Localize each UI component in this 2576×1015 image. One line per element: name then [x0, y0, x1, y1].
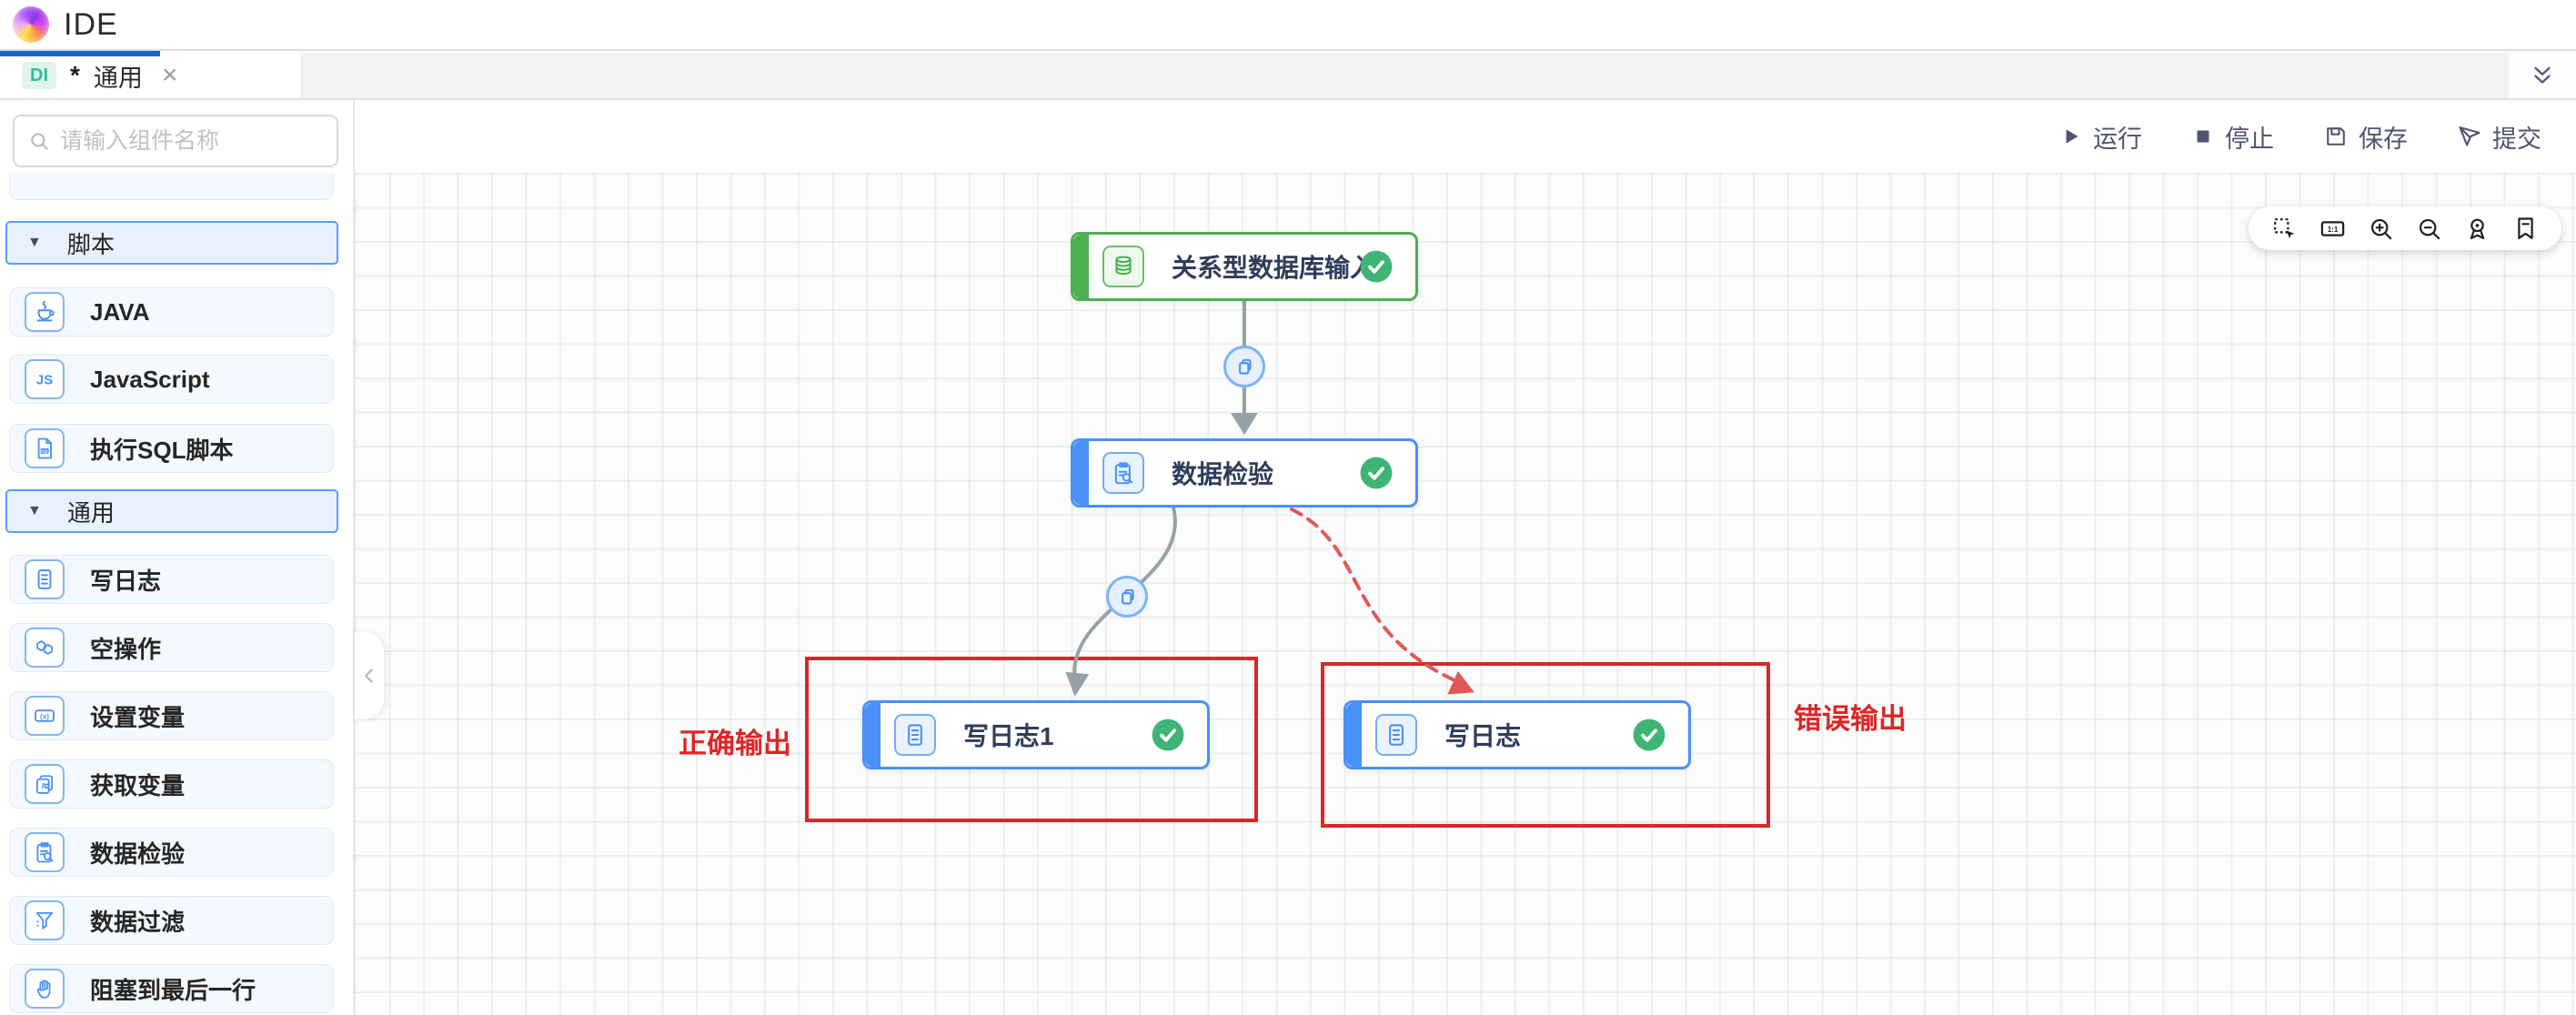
success-check-icon — [1359, 249, 1394, 284]
play-icon — [2059, 125, 2083, 148]
sidebar-item-partial[interactable] — [9, 173, 334, 200]
node-data-check[interactable]: 数据检验 — [1071, 438, 1418, 508]
actual-size-ratio-icon[interactable]: 1:1 — [2319, 215, 2347, 243]
run-button[interactable]: 运行 — [2059, 119, 2142, 155]
zoom-in-icon[interactable] — [2367, 215, 2395, 243]
component-palette-sidebar: ▼ 脚本 JAVA JS JavaScript SQL — [0, 100, 355, 1015]
sidebar-item-set-variable[interactable]: (x) 设置变量 — [9, 691, 334, 740]
edge-copy-badge[interactable] — [1106, 576, 1148, 618]
write-log-icon — [1375, 714, 1417, 756]
node-label: 关系型数据库输入 — [1172, 254, 1376, 282]
database-icon — [1102, 246, 1144, 287]
error-output-annotation-box — [1321, 662, 1770, 828]
java-icon — [25, 292, 65, 332]
edge-copy-badge[interactable] — [1223, 346, 1265, 387]
sidebar-item-data-filter[interactable]: 数据过滤 — [9, 896, 334, 945]
sidebar-collapse-handle[interactable] — [355, 632, 384, 719]
flow-canvas: 运行 停止 保存 提交 — [355, 100, 2576, 1015]
data-filter-icon — [25, 900, 65, 940]
chevron-left-icon — [357, 664, 381, 688]
data-check-icon — [25, 832, 65, 872]
sidebar-section-script[interactable]: ▼ 脚本 — [5, 221, 338, 265]
stop-icon — [2191, 125, 2215, 148]
copy-icon — [1115, 585, 1139, 608]
search-icon — [27, 129, 51, 153]
tabbar-collapse-button[interactable] — [2509, 53, 2576, 98]
sidebar-item-noop[interactable]: 空操作 — [9, 623, 334, 672]
node-accent-bar — [1073, 235, 1089, 298]
canvas-toolbar: 1:1 — [2249, 206, 2561, 250]
success-check-icon — [1151, 718, 1185, 752]
zoom-out-icon[interactable] — [2415, 215, 2443, 243]
tab-type-badge: DI — [22, 62, 56, 89]
tab-close-icon[interactable]: × — [161, 60, 178, 90]
node-accent-bar — [1073, 441, 1089, 505]
node-write-log-1[interactable]: 写日志1 — [862, 700, 1210, 769]
search-input[interactable] — [60, 127, 353, 155]
node-label: 写日志 — [1444, 722, 1522, 750]
copy-icon — [1233, 355, 1256, 378]
write-log-icon — [894, 714, 936, 756]
tab-bar: DI * 通用 × — [0, 51, 2576, 100]
double-chevron-down-icon — [2529, 62, 2556, 89]
sql-script-icon: SQL — [25, 428, 65, 468]
success-check-icon — [1359, 456, 1394, 490]
get-variable-icon: A — [25, 764, 65, 804]
svg-text:(x): (x) — [40, 712, 49, 720]
sidebar-item-data-check[interactable]: 数据检验 — [9, 828, 334, 877]
action-toolbar: 运行 停止 保存 提交 — [355, 100, 2576, 173]
svg-text:JS: JS — [36, 372, 54, 387]
success-check-icon — [1632, 718, 1666, 752]
node-accent-bar — [1346, 703, 1362, 767]
sidebar-item-javascript[interactable]: JS JavaScript — [9, 355, 334, 404]
block-until-last-row-icon — [25, 969, 65, 1009]
active-tab-indicator — [0, 51, 160, 56]
sidebar-item-write-log[interactable]: 写日志 — [9, 555, 334, 604]
save-icon — [2323, 124, 2349, 149]
correct-output-annotation-box — [805, 657, 1258, 822]
caret-down-icon: ▼ — [27, 503, 42, 518]
paper-plane-icon — [2457, 124, 2482, 149]
app-title: IDE — [64, 6, 118, 42]
app-logo-icon — [13, 6, 49, 43]
node-label: 写日志1 — [963, 722, 1054, 750]
set-variable-icon: (x) — [25, 696, 65, 736]
node-label: 数据检验 — [1172, 460, 1274, 488]
javascript-icon: JS — [25, 359, 65, 399]
canvas-grid[interactable] — [355, 173, 2576, 1015]
sidebar-item-java[interactable]: JAVA — [9, 287, 334, 337]
sidebar-section-general[interactable]: ▼ 通用 — [5, 489, 338, 533]
svg-text:SQL: SQL — [40, 449, 49, 455]
locate-icon[interactable] — [2463, 215, 2491, 243]
node-accent-bar — [865, 703, 880, 767]
app-header: IDE — [0, 0, 2576, 51]
submit-button[interactable]: 提交 — [2457, 119, 2541, 155]
stop-button[interactable]: 停止 — [2191, 119, 2274, 155]
tab-label: 通用 — [93, 64, 143, 92]
noop-icon — [25, 628, 65, 668]
save-button[interactable]: 保存 — [2323, 119, 2408, 155]
caret-down-icon: ▼ — [27, 235, 42, 250]
sidebar-item-block-until-last-row[interactable]: 阻塞到最后一行 — [9, 964, 334, 1013]
correct-output-label: 正确输出 — [679, 728, 791, 759]
marquee-select-icon[interactable] — [2270, 215, 2299, 243]
node-write-log[interactable]: 写日志 — [1343, 700, 1691, 769]
error-output-label: 错误输出 — [1794, 703, 1907, 735]
node-relational-db-input[interactable]: 关系型数据库输入 — [1071, 232, 1418, 301]
write-log-icon — [25, 559, 65, 599]
tab-general[interactable]: DI * 通用 × — [0, 53, 302, 98]
component-search-box — [13, 115, 353, 167]
sidebar-item-get-variable[interactable]: A 获取变量 — [9, 759, 334, 809]
svg-text:1:1: 1:1 — [2328, 226, 2339, 234]
tab-modified-marker: * — [70, 61, 80, 89]
data-check-icon — [1102, 452, 1144, 494]
svg-text:A: A — [41, 782, 46, 790]
bookmark-icon[interactable] — [2511, 215, 2540, 243]
sidebar-item-sql-script[interactable]: SQL 执行SQL脚本 — [9, 424, 334, 473]
